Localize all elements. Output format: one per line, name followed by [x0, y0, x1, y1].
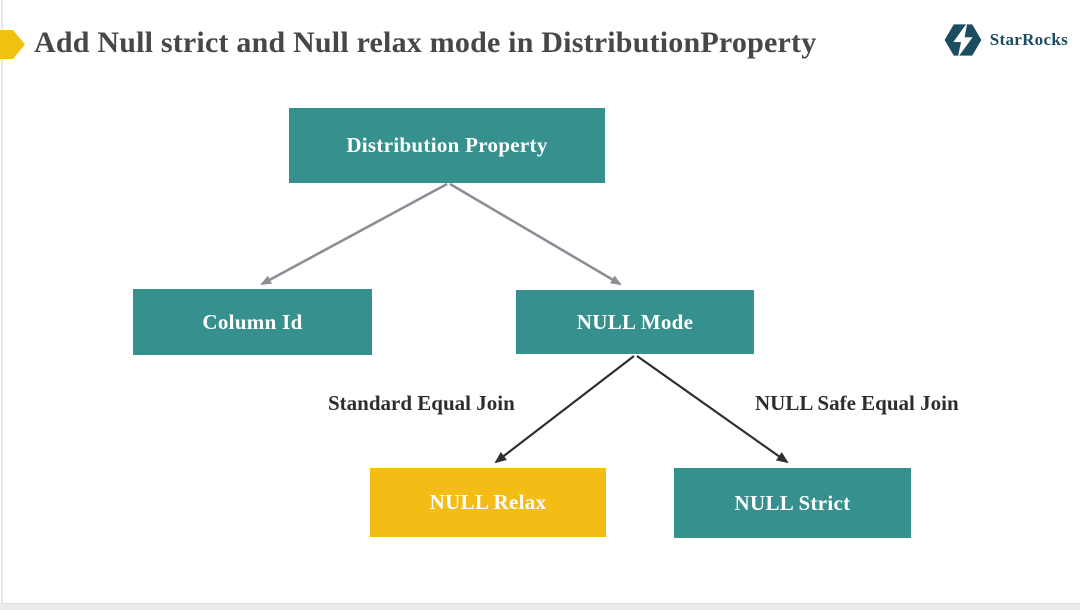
- arrow-bullet-icon: [0, 30, 25, 59]
- edge-root-to-null-mode: [449, 182, 622, 286]
- node-distribution-property: Distribution Property: [289, 108, 605, 183]
- starrocks-logo: StarRocks: [943, 20, 1068, 60]
- edge-label-standard-equal-join: Standard Equal Join: [328, 391, 515, 415]
- node-null-strict: NULL Strict: [674, 468, 911, 538]
- edge-label-null-safe-equal-join: NULL Safe Equal Join: [755, 391, 959, 415]
- edge-null-mode-to-null-relax: [494, 355, 635, 464]
- node-null-relax: NULL Relax: [370, 468, 606, 537]
- slide-bottom-strip: [0, 603, 1080, 610]
- node-column-id: Column Id: [133, 289, 372, 355]
- logo-text: StarRocks: [989, 30, 1068, 49]
- slide-left-border: [1, 0, 3, 603]
- starrocks-hexagon-bolt-icon: [944, 22, 982, 58]
- edge-root-to-column-id: [260, 182, 448, 286]
- node-null-mode: NULL Mode: [516, 290, 754, 354]
- slide-title: Add Null strict and Null relax mode in D…: [34, 26, 817, 59]
